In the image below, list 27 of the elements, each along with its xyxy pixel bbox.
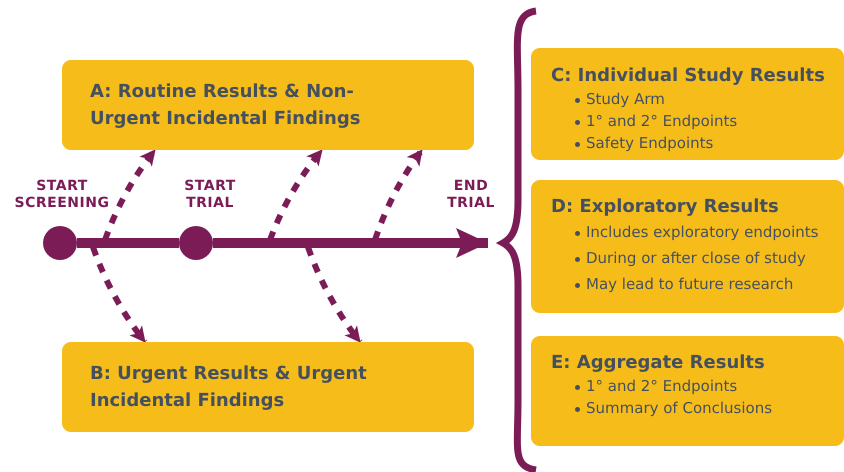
result-box (62, 60, 474, 150)
box-heading: B: Urgent Results & Urgent Incidental Findings (90, 362, 368, 413)
milestone-label: START TRIAL (183, 178, 237, 212)
box-heading: D: Exploratory Results (551, 195, 779, 218)
result-box (531, 180, 844, 313)
bullet-item: 1° and 2° Endpoints (586, 377, 738, 396)
milestone-circle (179, 226, 213, 260)
box-heading: E: Aggregate Results (551, 351, 765, 374)
box-heading: C: Individual Study Results (551, 64, 825, 87)
timeline-arrow (213, 228, 488, 258)
box-heading: A: Routine Results & Non-Urgent Incidental Findings (90, 80, 362, 131)
result-box (531, 48, 844, 160)
dashed-arrow (90, 246, 148, 344)
dashed-arrow (305, 246, 362, 344)
bullet-item: May lead to future research (586, 275, 794, 294)
bullet-item: 1° and 2° Endpoints (586, 112, 738, 131)
dashed-arrow (372, 148, 424, 241)
milestone-circle (43, 226, 77, 260)
bullet-item: During or after close of study (586, 249, 806, 268)
bullet-item: Includes exploratory endpoints (586, 223, 818, 242)
bullet-item: Safety Endpoints (586, 134, 714, 153)
bullet-item: Study Arm (586, 90, 665, 109)
result-box (531, 336, 844, 446)
milestone-label: START SCREENING (14, 178, 110, 212)
bullet-item: Summary of Conclusions (586, 399, 772, 418)
result-box (62, 342, 474, 432)
milestone-label: END TRIAL (446, 178, 496, 212)
